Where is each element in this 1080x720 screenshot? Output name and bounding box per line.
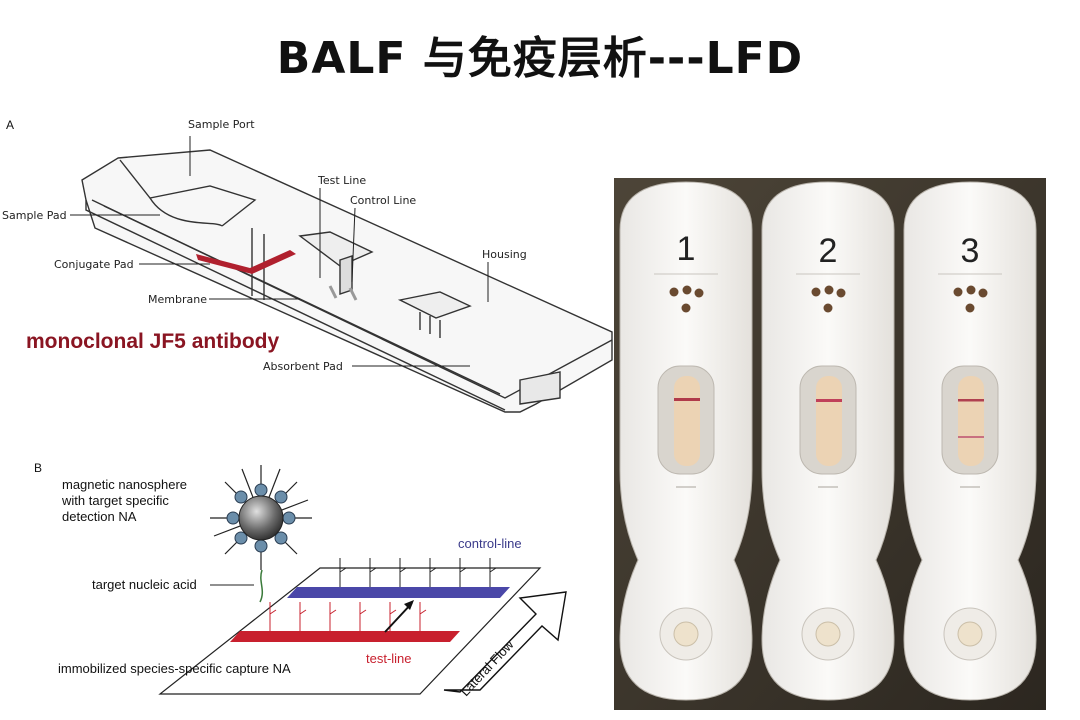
label-absorbent-pad: Absorbent Pad (263, 360, 343, 373)
label-test-line: Test Line (317, 174, 366, 187)
magnetic-nanosphere (210, 465, 312, 570)
label-sample-port: Sample Port (188, 118, 255, 131)
target-na-label: target nucleic acid (92, 577, 197, 592)
label-housing: Housing (482, 248, 527, 261)
flow-direction-arrow (384, 602, 413, 633)
control-probes (339, 558, 497, 587)
target-strand (259, 569, 264, 603)
label-control-line: Control Line (350, 194, 416, 207)
device-number-2: 2 (819, 232, 838, 270)
panel-a-letter: A (6, 118, 14, 132)
label-conjugate-pad: Conjugate Pad (54, 258, 134, 271)
nanosphere-label-1: magnetic nanosphere (62, 477, 187, 492)
panel-b-letter: B (34, 461, 42, 475)
control-line-band (287, 587, 510, 598)
leader-lines (70, 136, 489, 367)
device-details (654, 273, 1002, 661)
device-number-3: 3 (961, 232, 980, 270)
label-membrane: Membrane (148, 293, 207, 306)
capture-na-label: immobilized species-specific capture NA (58, 661, 291, 676)
nanosphere-label-2: with target specific (61, 493, 169, 508)
conjugate-pad-strip (196, 250, 296, 274)
page-title: BALF 与免疫层析---LFD (276, 33, 804, 84)
control-line-mark (348, 287, 358, 301)
test-line-band (230, 631, 460, 642)
test-probes (269, 602, 427, 631)
nanosphere-label-3: detection NA (62, 509, 137, 524)
device-number-1: 1 (677, 230, 696, 268)
jf5-annotation: monoclonal JF5 antibody (26, 330, 280, 353)
label-sample-pad: Sample Pad (2, 209, 67, 222)
test-line-mark (328, 285, 338, 299)
device-photo: 1 2 3 (614, 178, 1046, 710)
control-line-label: control-line (458, 536, 522, 551)
housing-illustration (81, 149, 613, 413)
panel-a: A (2, 118, 613, 413)
test-line-label: test-line (366, 651, 412, 666)
panel-b: B magnetic nanosphere with target specif… (34, 461, 567, 699)
flow-arrowhead (404, 600, 414, 610)
